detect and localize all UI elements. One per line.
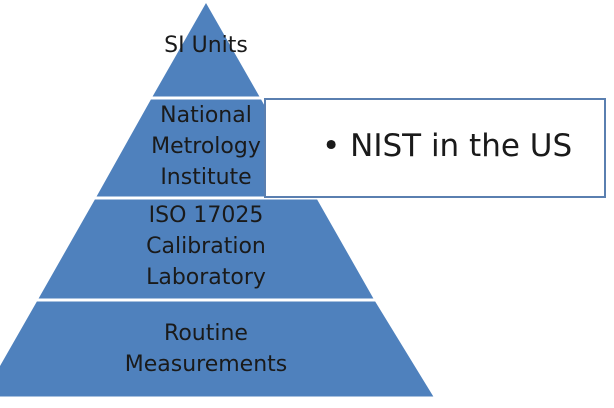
tier-label-line: Institute <box>160 165 252 190</box>
tier-calibration-laboratory-label: ISO 17025 Calibration Laboratory <box>116 200 296 293</box>
tier-label-line: SI Units <box>164 33 248 58</box>
tier-label-line: Routine <box>164 321 248 346</box>
tier-label-line: Metrology <box>151 134 261 159</box>
tier-routine-measurements-shape <box>0 298 439 400</box>
tier-routine-measurements-label: Routine Measurements <box>96 318 316 380</box>
tier-label-line: ISO 17025 <box>148 203 264 228</box>
tier-label-line: Calibration <box>146 234 266 259</box>
tier-si-units-label: SI Units <box>136 30 276 61</box>
tier-national-metrology-institute-label: National Metrology Institute <box>126 100 286 193</box>
callout-box <box>264 98 606 198</box>
tier-label-line: National <box>160 103 252 128</box>
tier-label-line: Measurements <box>124 352 288 377</box>
callout-text: • NIST in the US <box>322 128 573 164</box>
tier-label-line: Laboratory <box>146 265 266 290</box>
